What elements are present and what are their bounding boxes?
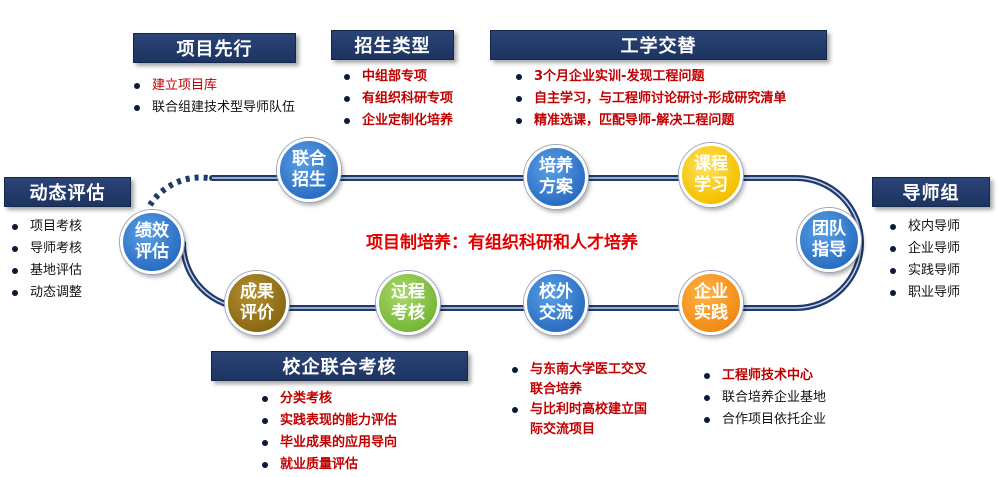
list-item: 3个月企业实训-发现工程问题	[512, 66, 786, 88]
node-joint-enrollment: 联合 招生	[277, 138, 341, 202]
center-title: 项目制培养：有组织科研和人才培养	[366, 233, 638, 253]
list-item: 校内导师	[886, 216, 960, 238]
header-project-first-label: 项目先行	[176, 39, 253, 60]
list-work-study: 3个月企业实训-发现工程问题 自主学习，与工程师讨论研讨-形成研究清单 精准选课…	[512, 66, 786, 132]
list-item: 自主学习，与工程师讨论研讨-形成研究清单	[512, 88, 786, 110]
node-performance-evaluation: 绩效 评估	[120, 210, 184, 274]
list-item: 动态调整	[8, 282, 82, 304]
list-item: 联合培养企业基地	[700, 387, 826, 409]
node-training-plan: 培养 方案	[524, 145, 588, 209]
header-project-first: 项目先行	[133, 33, 296, 63]
list-item: 实践表现的能力评估	[258, 410, 397, 432]
header-dynamic-evaluation-label: 动态评估	[29, 183, 106, 204]
header-joint-assessment-label: 校企联合考核	[282, 357, 397, 378]
header-mentor-group: 导师组	[872, 177, 990, 207]
track-dotted-segment	[147, 174, 209, 207]
list-mentor-group: 校内导师 企业导师 实践导师 职业导师	[886, 216, 960, 304]
list-enterprise-practice: 工程师技术中心 联合培养企业基地 合作项目依托企业	[700, 365, 826, 431]
list-item: 分类考核	[258, 388, 397, 410]
list-enrollment-types: 中组部专项 有组织科研专项 企业定制化培养	[340, 66, 453, 132]
list-item: 导师考核	[8, 238, 82, 260]
node-process-assessment-label: 过程 考核	[391, 282, 425, 323]
header-joint-assessment: 校企联合考核	[211, 351, 468, 381]
header-enrollment-types: 招生类型	[331, 30, 454, 60]
list-item: 毕业成果的应用导向	[258, 432, 397, 454]
node-course-study-label: 课程 学习	[694, 154, 728, 195]
header-dynamic-evaluation: 动态评估	[4, 177, 131, 207]
node-training-plan-label: 培养 方案	[539, 156, 573, 197]
list-external-exchange: 与东南大学医工交叉联合培养 与比利时高校建立国际交流项目	[508, 360, 658, 440]
list-item: 合作项目依托企业	[700, 409, 826, 431]
node-performance-evaluation-label: 绩效 评估	[135, 221, 169, 262]
node-outcome-evaluation: 成果 评价	[225, 271, 289, 335]
node-team-guidance: 团队 指导	[797, 208, 861, 272]
header-enrollment-types-label: 招生类型	[354, 36, 431, 57]
node-course-study: 课程 学习	[679, 143, 743, 207]
list-project-first: 建立项目库 联合组建技术型导师队伍	[130, 75, 295, 119]
track-inner-line	[182, 177, 862, 309]
list-item: 项目考核	[8, 216, 82, 238]
list-item: 企业定制化培养	[340, 110, 453, 132]
header-mentor-group-label: 导师组	[902, 183, 960, 204]
list-item: 就业质量评估	[258, 454, 397, 476]
node-enterprise-practice-label: 企业 实践	[694, 282, 728, 323]
list-item: 与比利时高校建立国际交流项目	[508, 400, 658, 440]
list-item: 实践导师	[886, 260, 960, 282]
list-item: 基地评估	[8, 260, 82, 282]
list-item: 建立项目库	[130, 75, 295, 97]
list-dynamic-evaluation: 项目考核 导师考核 基地评估 动态调整	[8, 216, 82, 304]
list-item: 有组织科研专项	[340, 88, 453, 110]
node-team-guidance-label: 团队 指导	[812, 219, 846, 260]
header-work-study-label: 工学交替	[620, 36, 697, 57]
list-item: 企业导师	[886, 238, 960, 260]
node-outcome-evaluation-label: 成果 评价	[240, 282, 274, 323]
node-joint-enrollment-label: 联合 招生	[292, 149, 326, 190]
list-joint-assessment: 分类考核 实践表现的能力评估 毕业成果的应用导向 就业质量评估	[258, 388, 397, 476]
node-process-assessment: 过程 考核	[376, 271, 440, 335]
node-external-exchange: 校外 交流	[524, 271, 588, 335]
node-external-exchange-label: 校外 交流	[539, 282, 573, 323]
list-item: 职业导师	[886, 282, 960, 304]
list-item: 与东南大学医工交叉联合培养	[508, 360, 658, 400]
list-item: 中组部专项	[340, 66, 453, 88]
list-item: 精准选课，匹配导师-解决工程问题	[512, 110, 786, 132]
list-item: 联合组建技术型导师队伍	[130, 97, 295, 119]
node-enterprise-practice: 企业 实践	[679, 271, 743, 335]
header-work-study: 工学交替	[490, 30, 827, 60]
list-item: 工程师技术中心	[700, 365, 826, 387]
